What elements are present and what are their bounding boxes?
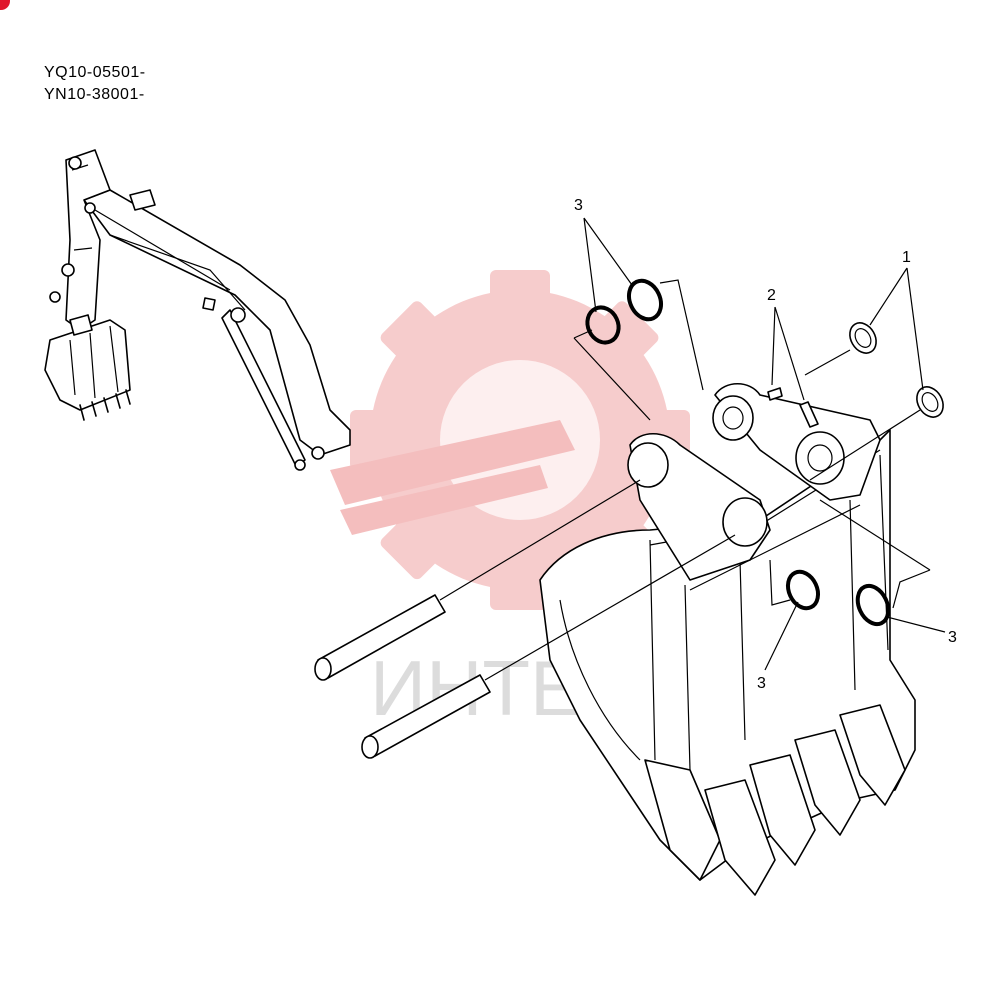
callout-o-ring-2: 3 [948,629,957,646]
callout-o-ring-3: 3 [757,675,766,692]
leader-lines [573,217,946,671]
excavator-inset [44,149,351,471]
snap-rings [804,322,944,481]
bucket-assembly [539,382,916,896]
bucket-pins [314,479,736,759]
serial-range-1: YQ10-05501- [44,64,146,81]
callout-pin: 2 [767,287,776,304]
callout-snap-ring: 1 [902,249,911,266]
bucket-teeth [644,704,906,896]
lock-pins [767,387,819,428]
callout-o-ring-1: 3 [574,197,583,214]
callouts: 3 2 1 3 3 [574,197,957,692]
corner-marker [0,0,10,10]
serial-range-2: YN10-38001- [44,86,145,103]
